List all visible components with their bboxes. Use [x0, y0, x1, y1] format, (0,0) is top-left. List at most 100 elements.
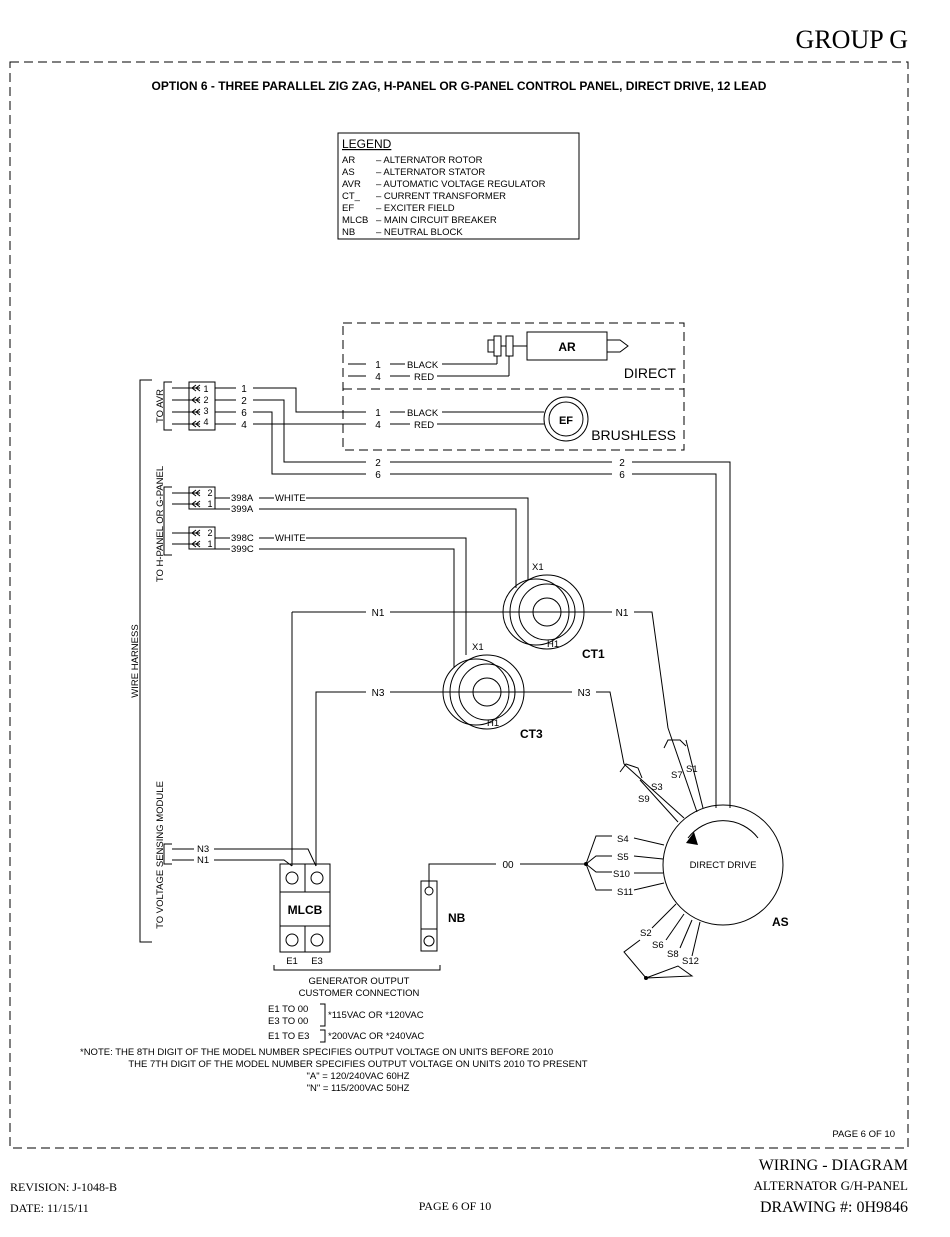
- footer-title: WIRING - DIAGRAM: [759, 1157, 908, 1174]
- as-label: AS: [772, 915, 789, 929]
- wire-color-label: BLACK: [407, 360, 439, 371]
- exciter-field: [543, 396, 589, 442]
- legend-box: LEGEND AR – ALTERNATOR ROTOR AS – ALTERN…: [337, 132, 580, 240]
- output-connection: E1 TO 00: [268, 1004, 308, 1015]
- wire-color-label: RED: [414, 420, 434, 431]
- inner-page-number: PAGE 6 OF 10: [832, 1129, 895, 1140]
- wire-number: 2: [619, 458, 625, 469]
- legend-desc: – ALTERNATOR ROTOR: [376, 155, 483, 166]
- avr-connector: 1 2 3 4 1 2 6 4 2 6 2 6: [172, 381, 731, 808]
- wire-label: N3: [578, 688, 591, 699]
- wire-label: N1: [197, 855, 209, 866]
- e3-label: E3: [311, 956, 323, 967]
- output-title: GENERATOR OUTPUT: [309, 976, 410, 987]
- h1-label: H1: [487, 718, 499, 729]
- wire-harness: WIRE HARNESS TO AVR TO H-PANEL OR G-PANE…: [130, 379, 172, 943]
- note-line: "N" = 115/200VAC 50HZ: [307, 1083, 410, 1094]
- legend-desc: – MAIN CIRCUIT BREAKER: [376, 215, 497, 226]
- current-transformer-ct1: N1 N1 X1 H1 CT1: [292, 562, 669, 729]
- wire-number: 4: [375, 420, 381, 431]
- legend-abbr: AS: [342, 167, 355, 178]
- main-circuit-breaker: MLCB E1 E3: [279, 863, 331, 967]
- to-vsm-label: TO VOLTAGE SENSING MODULE: [155, 781, 166, 929]
- voltage-note: *NOTE: THE 8TH DIGIT OF THE MODEL NUMBER…: [80, 1047, 588, 1094]
- footer-subtitle: ALTERNATOR G/H-PANEL: [754, 1178, 909, 1193]
- group-label: GROUP G: [796, 25, 908, 54]
- wire-color-label: WHITE: [275, 493, 306, 504]
- pin-number: 1: [207, 539, 212, 549]
- legend-desc: – NEUTRAL BLOCK: [376, 227, 463, 238]
- h1-label: H1: [547, 639, 559, 650]
- direct-label: DIRECT: [624, 365, 677, 381]
- to-avr-label: TO AVR: [155, 389, 166, 423]
- panel-connector-a: 2 1 398A WHITE 399A: [172, 486, 529, 588]
- legend-desc: – ALTERNATOR STATOR: [376, 167, 485, 178]
- wire-number: 1: [241, 384, 247, 395]
- legend-abbr: MLCB: [342, 215, 368, 226]
- note-line: "A" = 120/240VAC 60HZ: [307, 1071, 410, 1082]
- legend-desc: – EXCITER FIELD: [376, 203, 455, 214]
- lead-label: S7: [671, 770, 683, 781]
- lead-label: S9: [638, 794, 650, 805]
- lead-label: S10: [613, 869, 630, 880]
- pin-number: 2: [207, 528, 212, 538]
- wire-label: N1: [372, 608, 385, 619]
- wire-number: 2: [375, 458, 381, 469]
- ar-label: AR: [558, 340, 576, 354]
- pin-number: 1: [207, 499, 212, 509]
- wire-number: 398A: [231, 493, 254, 504]
- wire-number: 6: [241, 408, 247, 419]
- note-line: THE 7TH DIGIT OF THE MODEL NUMBER SPECIF…: [128, 1059, 587, 1070]
- e1-label: E1: [286, 956, 298, 967]
- diagram-title: OPTION 6 - THREE PARALLEL ZIG ZAG, H-PAN…: [152, 79, 767, 93]
- lead-label: S6: [652, 940, 664, 951]
- output-connection: E1 TO E3: [268, 1031, 309, 1042]
- legend-abbr: AVR: [342, 179, 361, 190]
- note-line: *NOTE: THE 8TH DIGIT OF THE MODEL NUMBER…: [80, 1047, 553, 1058]
- legend-abbr: NB: [342, 227, 355, 238]
- wire-number: 2: [241, 396, 247, 407]
- wire-number: 1: [375, 408, 381, 419]
- lead-label: S8: [667, 949, 679, 960]
- legend-desc: – AUTOMATIC VOLTAGE REGULATOR: [376, 179, 546, 190]
- panel-connector-c: 2 1 398C WHITE 399C: [172, 526, 467, 668]
- wire-number: 4: [241, 420, 247, 431]
- lead-label: S2: [640, 928, 652, 939]
- ef-label: EF: [559, 415, 573, 427]
- lead-label: S4: [617, 834, 629, 845]
- wire-color-label: RED: [414, 372, 434, 383]
- direct-drive-label: DIRECT DRIVE: [690, 860, 757, 871]
- wire-number: 6: [619, 470, 625, 481]
- wire-color-label: BLACK: [407, 408, 439, 419]
- wire-label: 00: [502, 860, 514, 871]
- wire-label: N3: [372, 688, 385, 699]
- title-block: REVISION: J-1048-B DATE: 11/15/11 PAGE 6…: [10, 1157, 908, 1216]
- footer-page-number: PAGE 6 OF 10: [419, 1199, 492, 1213]
- date-label: DATE: 11/15/11: [10, 1201, 89, 1215]
- pin-number: 2: [207, 488, 212, 498]
- current-transformer-ct3: N3 N3 X1 H1 CT3: [315, 642, 625, 866]
- pin-number: 1: [203, 384, 208, 394]
- wire-label: N1: [616, 608, 629, 619]
- mlcb-label: MLCB: [288, 903, 323, 917]
- output-section: GENERATOR OUTPUT CUSTOMER CONNECTION E1 …: [268, 965, 441, 1043]
- legend-heading: LEGEND: [342, 137, 392, 151]
- wire-number: 1: [375, 360, 381, 371]
- wire-harness-label: WIRE HARNESS: [130, 624, 141, 697]
- ct1-label: CT1: [582, 647, 605, 661]
- lead-label: S1: [686, 764, 698, 775]
- legend-abbr: CT_: [342, 191, 361, 202]
- output-voltage: *200VAC OR *240VAC: [328, 1031, 424, 1042]
- nb-label: NB: [448, 911, 466, 925]
- alternator-stator: DIRECT DRIVE AS S1 S7 S3 S9 S4 S5 S10 S1…: [584, 727, 789, 980]
- x1-label: X1: [472, 642, 484, 653]
- wire-number: 398C: [231, 533, 254, 544]
- lead-label: S3: [651, 782, 663, 793]
- output-voltage: *115VAC OR *120VAC: [328, 1010, 424, 1021]
- pin-number: 4: [203, 417, 208, 427]
- wire-color-label: WHITE: [275, 533, 306, 544]
- lead-label: S5: [617, 852, 629, 863]
- ct3-label: CT3: [520, 727, 543, 741]
- wire-label: N3: [197, 844, 209, 855]
